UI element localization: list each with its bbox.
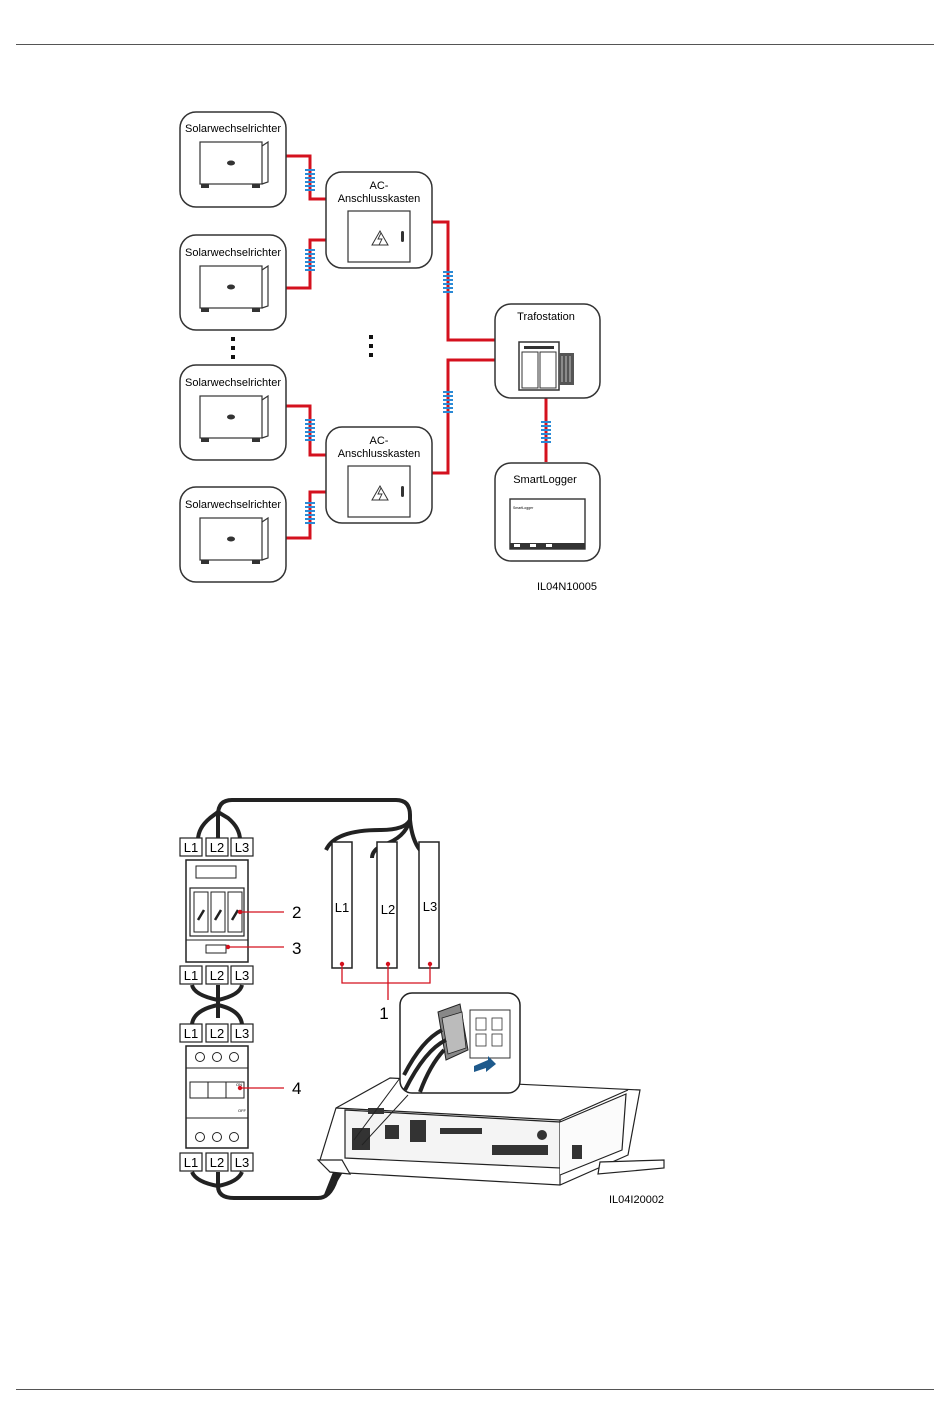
led-icon	[227, 537, 235, 542]
cable-acbox1-transformer	[432, 222, 495, 340]
arrow-right-icon	[474, 1056, 496, 1072]
top-cable	[198, 800, 420, 858]
svg-text:L2: L2	[210, 840, 224, 855]
terminal-row-bottom: L1 L2 L3	[180, 1153, 253, 1171]
inverter-label: Solarwechselrichter	[185, 377, 281, 389]
svg-text:SmartLogger: SmartLogger	[513, 506, 534, 510]
footer-rule	[16, 1389, 934, 1390]
led-icon	[227, 415, 235, 420]
inverter-4: Solarwechselrichter	[180, 487, 286, 582]
terminal-row-top: L1 L2 L3	[180, 838, 253, 856]
callout-lines	[228, 912, 430, 1088]
transformer-station: Trafostation	[495, 304, 600, 398]
cable-inverter3-acbox2	[286, 406, 326, 455]
busbars: L1 L2 L3	[332, 842, 439, 968]
svg-text:L3: L3	[235, 1155, 249, 1170]
svg-text:L2: L2	[210, 1155, 224, 1170]
handle-icon	[401, 231, 404, 242]
svg-text:L3: L3	[423, 899, 437, 914]
callout-3: 3	[292, 939, 301, 958]
network-topology-diagram: Solarwechselrichter Solarwechselrichter …	[0, 0, 950, 620]
svg-text:L3: L3	[235, 840, 249, 855]
svg-text:Anschlusskasten: Anschlusskasten	[338, 193, 421, 205]
smartlogger-isometric	[318, 1078, 664, 1185]
middle-cable	[192, 985, 242, 1024]
svg-text:SmartLogger: SmartLogger	[513, 474, 577, 486]
ac-box-1: AC- Anschlusskasten	[326, 172, 432, 268]
inverter-label: Solarwechselrichter	[185, 123, 281, 135]
svg-text:L2: L2	[381, 902, 395, 917]
ac-box-2: AC- Anschlusskasten	[326, 427, 432, 523]
handle-icon	[401, 486, 404, 497]
connector-zoom-inset	[400, 993, 520, 1093]
svg-text:L1: L1	[184, 1155, 198, 1170]
svg-text:L3: L3	[235, 1026, 249, 1041]
callout-2: 2	[292, 903, 301, 922]
svg-text:Anschlusskasten: Anschlusskasten	[338, 448, 421, 460]
callout-1: 1	[379, 1004, 388, 1023]
svg-text:AC-: AC-	[370, 180, 389, 192]
svg-text:L1: L1	[335, 900, 349, 915]
figure-id: IL04N10005	[537, 581, 597, 593]
inverter-2: Solarwechselrichter	[180, 235, 286, 330]
ellipsis-icon	[231, 335, 373, 359]
circuit-breaker: ON OFF	[186, 1046, 248, 1148]
inverter-3: Solarwechselrichter	[180, 365, 286, 460]
terminal-row-2: L1 L2 L3	[180, 966, 253, 984]
bottom-cable	[192, 1140, 360, 1198]
inverter-1: Solarwechselrichter	[180, 112, 286, 207]
svg-text:L1: L1	[184, 840, 198, 855]
figure-id-2: IL04I20002	[609, 1194, 664, 1206]
callout-dots	[226, 910, 432, 1090]
svg-text:ON: ON	[236, 1082, 242, 1087]
inverter-label: Solarwechselrichter	[185, 247, 281, 259]
svg-text:L2: L2	[210, 968, 224, 983]
svg-text:L3: L3	[235, 968, 249, 983]
svg-text:L1: L1	[184, 968, 198, 983]
callout-4: 4	[292, 1079, 301, 1098]
svg-text:L1: L1	[184, 1026, 198, 1041]
svg-text:L2: L2	[210, 1026, 224, 1041]
svg-text:OFF: OFF	[238, 1108, 247, 1113]
smartlogger-device: SmartLogger SmartLogger	[495, 463, 600, 561]
inverter-label: Solarwechselrichter	[185, 499, 281, 511]
led-icon	[227, 161, 235, 166]
led-icon	[227, 285, 235, 290]
svg-text:AC-: AC-	[370, 435, 389, 447]
zoom-leader	[354, 1078, 408, 1145]
terminal-row-3: L1 L2 L3	[180, 1024, 253, 1042]
cable-acbox2-transformer	[432, 360, 495, 473]
cable-inverter2-acbox1	[286, 240, 326, 288]
fuse-switch	[186, 860, 248, 962]
svg-text:Trafostation: Trafostation	[517, 311, 575, 323]
